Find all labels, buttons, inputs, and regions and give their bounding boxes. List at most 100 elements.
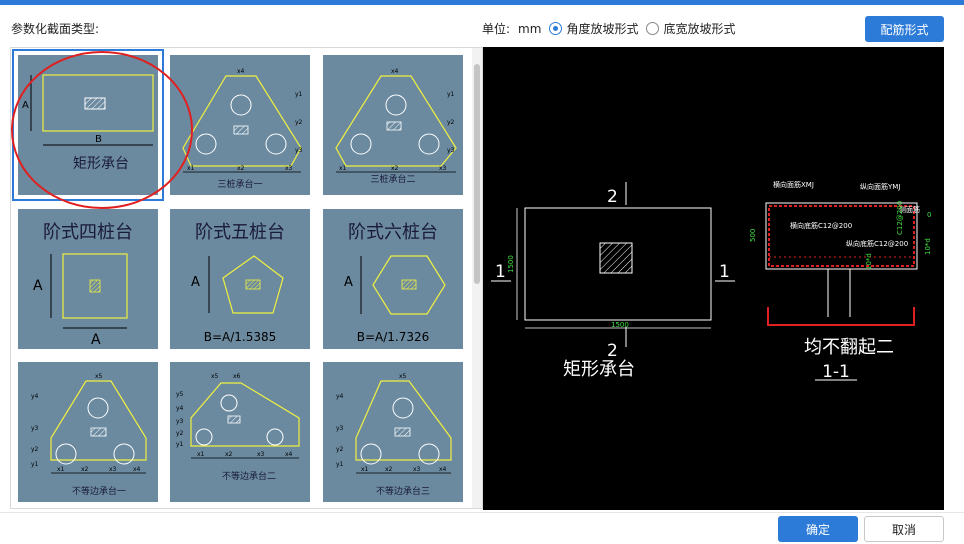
label-cover: 10*d	[924, 238, 932, 255]
cap-outline	[372, 255, 446, 315]
dim-label: y1	[336, 461, 344, 468]
cap-outline	[222, 255, 284, 314]
dim-label: x5	[211, 373, 219, 380]
dim-label: y1	[295, 91, 303, 98]
tile-three-pile-cap-1[interactable]: x4 y1 y2 y3 x1 x2 x3 三桩承台一	[170, 55, 310, 195]
section-view: 横向面筋XMJ 纵向面筋YMJ 横向底筋C12@200 纵向底筋C12@200 …	[749, 180, 932, 382]
unit-row: 单位: mm 角度放坡形式 底宽放坡形式	[482, 20, 743, 37]
dim-label: y3	[31, 425, 39, 432]
column-hatch	[233, 125, 249, 135]
dim-label: y2	[447, 119, 455, 126]
dim-label: x3	[257, 451, 265, 458]
section-type-label: 参数化截面类型:	[11, 22, 100, 36]
dim-label: y2	[31, 446, 39, 453]
pile-circle	[360, 443, 382, 465]
dim-label: x3	[439, 165, 447, 172]
pile-circle	[418, 133, 440, 155]
section-mark-top: 2	[607, 187, 618, 207]
dim-label: y5	[176, 391, 184, 398]
dim-label: x4	[285, 451, 293, 458]
dim-label: y4	[176, 405, 184, 412]
label-transverse-bottom: 横向底筋C12@200	[790, 221, 852, 230]
cancel-button[interactable]: 取消	[864, 516, 944, 542]
tile-stepped-five-pile[interactable]: 阶式五桩台 A B=A/1.5385	[170, 209, 310, 349]
gallery-scrollbar[interactable]	[472, 48, 482, 508]
tile-title: 阶式五桩台	[195, 222, 285, 243]
column-hatch	[401, 279, 417, 290]
bracket-red	[767, 307, 915, 326]
dim-label: y3	[295, 147, 303, 154]
dim-label: y2	[336, 446, 344, 453]
tile-stepped-six-pile[interactable]: 阶式六桩台 A B=A/1.7326	[323, 209, 463, 349]
label-depth: 500	[749, 229, 757, 242]
dim-label: y1	[31, 461, 39, 468]
cap-outline	[355, 380, 452, 461]
tile-unequal-cap-3[interactable]: x5 y4 y3 y2 y1 x1 x2 x3 x4 不等边承台三	[323, 362, 463, 502]
column-hatch	[84, 97, 106, 110]
dim-b-label: B	[95, 134, 102, 145]
radio-width-slope[interactable]: 底宽放坡形式	[646, 20, 735, 37]
dim-label: y3	[447, 147, 455, 154]
dim-label: y3	[336, 425, 344, 432]
pile-circle	[195, 133, 217, 155]
tile-caption: 不等边承台一	[72, 485, 126, 497]
dim-label: x1	[57, 466, 65, 473]
dim-width-label: 1500	[611, 321, 629, 329]
pile-circle	[220, 394, 238, 412]
dim-label: x3	[109, 466, 117, 473]
dim-label: y2	[295, 119, 303, 126]
unit-label: 单位:	[482, 22, 511, 36]
dim-label: y2	[176, 430, 184, 437]
column-hatch	[90, 427, 107, 437]
label-side-rebar-value: C12@200	[896, 201, 904, 235]
cap-outline	[190, 382, 300, 447]
dim-label: x3	[413, 466, 421, 473]
tile-bg	[18, 55, 158, 195]
tile-rect-cap[interactable]: A B 矩形承台	[12, 49, 164, 201]
dim-label: x2	[225, 451, 233, 458]
rebar-form-button[interactable]: 配筋形式	[865, 16, 944, 42]
dim-label: x4	[133, 466, 141, 473]
dim-label: x1	[361, 466, 369, 473]
tile-unequal-cap-2[interactable]: x5 x6 y5 y4 y3 y2 y1 x1 x2 x3 x4 不等边承台二	[170, 362, 310, 502]
tile-formula: B=A/1.7326	[357, 330, 430, 344]
section-mark-bottom: 2	[607, 341, 618, 361]
dim-label: x1	[197, 451, 205, 458]
tile-caption: 三桩承台一	[217, 178, 262, 190]
dim-a-label: A	[22, 100, 29, 111]
radio-angle-dot[interactable]	[549, 22, 563, 35]
tile-three-pile-cap-2[interactable]: x4 y1 y2 y3 x1 x2 x3 三桩承台二	[323, 55, 463, 195]
cad-preview-panel: 2 2 1 1 1500 1500 矩形承台 横向面筋XMJ 纵向面筋YMJ 横…	[483, 47, 944, 510]
ok-button[interactable]: 确定	[778, 516, 858, 542]
tile-bg	[18, 362, 158, 502]
dim-label: x4	[237, 68, 245, 75]
dim-label: x6	[233, 373, 241, 380]
radio-width-dot[interactable]	[646, 22, 660, 35]
label-longitudinal-bottom: 纵向底筋C12@200	[846, 239, 908, 248]
tile-unequal-cap-1[interactable]: x5 y4 y3 y2 y1 x1 x2 x3 x4 不等边承台一	[18, 362, 158, 502]
dim-a-label: A	[191, 275, 200, 290]
pile-circle	[113, 443, 135, 465]
tile-stepped-four-pile[interactable]: 阶式四桩台 A A	[18, 209, 158, 349]
dim-label: x2	[81, 466, 89, 473]
dim-label: x3	[285, 165, 293, 172]
column-hatch	[89, 279, 101, 293]
tile-caption: 三桩承台二	[370, 173, 415, 185]
label-side-rebar: 侧面筋	[899, 205, 920, 214]
radio-angle-slope[interactable]: 角度放坡形式	[549, 20, 638, 37]
dim-label: x5	[399, 373, 407, 380]
label-transverse-top: 横向面筋XMJ	[773, 180, 814, 189]
dim-label: x1	[187, 165, 195, 172]
tile-bg	[323, 362, 463, 502]
dim-a-label: A	[33, 278, 43, 294]
pile-circle	[195, 428, 213, 446]
column-hatch	[227, 415, 241, 424]
section-mark-left: 1	[495, 262, 506, 282]
label-zero: 0	[927, 211, 931, 219]
window-top-bar	[0, 0, 964, 5]
gallery-scroll-thumb[interactable]	[474, 64, 480, 284]
cad-preview-drawing: 2 2 1 1 1500 1500 矩形承台 横向面筋XMJ 纵向面筋YMJ 横…	[491, 180, 932, 382]
pile-circle	[87, 397, 109, 419]
tile-bg	[18, 209, 158, 349]
tile-title: 矩形承台	[73, 156, 129, 172]
